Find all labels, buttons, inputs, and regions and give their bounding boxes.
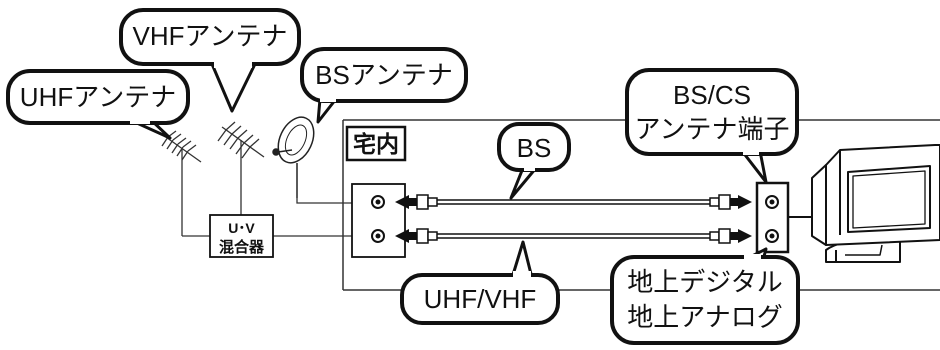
callout-bscs-terminal-line1: BS/CS <box>673 80 751 110</box>
callout-vhf-antenna-label: VHFアンテナ <box>133 21 288 51</box>
callout-uhf-vhf-cable: UHF/VHF <box>400 240 560 325</box>
uv-mixer: U･V 混合器 <box>209 214 274 258</box>
callout-terrestrial-line2: 地上アナログ <box>627 302 782 332</box>
callout-bscs-terminal-line2: アンテナ端子 <box>635 114 790 144</box>
bs-cable <box>395 194 752 210</box>
mixer-label-line2: 混合器 <box>219 238 265 256</box>
vhf-antenna-icon <box>217 121 265 211</box>
room-label-box <box>345 125 407 162</box>
tv-icon <box>811 144 940 263</box>
uhf-vhf-cable <box>395 228 752 244</box>
wall-outlet-icon <box>351 183 406 258</box>
callout-vhf-antenna: VHFアンテナ <box>119 8 301 113</box>
uhf-antenna-icon <box>161 130 202 236</box>
callout-bs-antenna: BSアンテナ <box>300 47 468 124</box>
callout-terrestrial: 地上デジタル 地上アナログ <box>610 247 800 345</box>
callout-uhf-vhf-cable-label: UHF/VHF <box>424 284 537 314</box>
callout-terrestrial-line1: 地上デジタル <box>627 267 782 297</box>
callout-uhf-antenna: UHFアンテナ <box>6 69 190 140</box>
callout-bs-cable: BS <box>497 122 571 200</box>
callout-bscs-terminal: BS/CS アンテナ端子 <box>625 68 799 184</box>
room-label: 宅内 <box>353 131 399 157</box>
callout-uhf-antenna-label: UHFアンテナ <box>20 82 176 112</box>
callout-bs-antenna-label: BSアンテナ <box>315 60 453 90</box>
bs-dish-icon <box>272 116 315 198</box>
mixer-label-line1: U･V <box>228 220 255 236</box>
callout-bs-cable-label: BS <box>517 133 552 163</box>
